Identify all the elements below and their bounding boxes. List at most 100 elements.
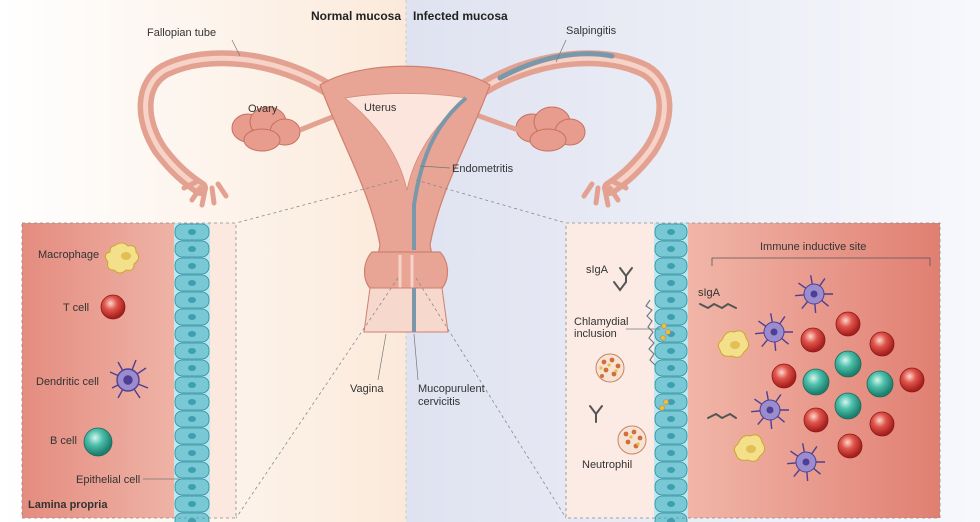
dendritic-cell <box>795 275 833 313</box>
epithelial-nucleus <box>188 484 196 490</box>
dendritic-cell <box>751 391 789 429</box>
ovary-left <box>231 106 301 152</box>
epithelial-nucleus <box>667 348 675 354</box>
epithelial-nucleus <box>188 433 196 439</box>
epithelial-nucleus <box>667 314 675 320</box>
epithelial-nucleus <box>188 467 196 473</box>
epithelial-nucleus <box>188 348 196 354</box>
t-cell <box>899 367 925 393</box>
epithelial-nucleus <box>188 246 196 252</box>
zoom-guides <box>235 179 567 519</box>
epithelial-nucleus <box>188 416 196 422</box>
epithelial-nucleus <box>188 263 196 269</box>
dendritic-cell <box>109 359 149 399</box>
epithelial-nucleus <box>667 399 675 405</box>
t-cell <box>803 407 829 433</box>
label-immune-inductive-site: Immune inductive site <box>760 241 866 253</box>
fimbriae-right <box>581 179 629 208</box>
label-cervicitis-line2: cervicitis <box>418 396 461 408</box>
label-cervicitis-line1: Mucopurulent <box>418 383 485 395</box>
label-siga-tissue: sIgA <box>698 287 721 299</box>
macrophage-nucleus <box>746 445 756 453</box>
epithelial-nucleus <box>667 416 675 422</box>
epithelial-nucleus <box>188 501 196 507</box>
epithelium-right <box>654 223 688 522</box>
label-salpingitis: Salpingitis <box>566 25 617 37</box>
siga-antibody-lumen <box>613 267 633 292</box>
b-cell <box>83 427 113 457</box>
epithelial-nucleus <box>188 331 196 337</box>
macrophage-nucleus <box>730 341 740 349</box>
salpingitis-inflammation <box>497 51 615 81</box>
endometritis-inflammation <box>412 96 468 250</box>
uterus-anatomy <box>137 50 673 519</box>
t-cell <box>869 331 895 357</box>
epithelial-nucleus <box>667 263 675 269</box>
epithelial-nucleus <box>667 382 675 388</box>
chlamydia-on-epithelium <box>659 323 671 411</box>
label-b-cell: B cell <box>50 435 77 447</box>
immune-site-bracket <box>711 257 931 266</box>
epithelial-nucleus <box>188 450 196 456</box>
header-infected-mucosa: Infected mucosa <box>413 9 508 23</box>
epithelial-cell <box>174 512 210 522</box>
epithelial-nucleus <box>188 365 196 371</box>
epithelial-nucleus <box>188 382 196 388</box>
normal-panel-frame <box>21 222 237 519</box>
label-endometritis: Endometritis <box>452 163 514 175</box>
b-cell <box>834 392 862 420</box>
label-neutrophil: Neutrophil <box>582 459 632 471</box>
label-inclusion-line2: inclusion <box>574 328 617 340</box>
epithelial-cell <box>654 512 688 522</box>
label-fallopian-tube: Fallopian tube <box>147 27 216 39</box>
epithelial-nucleus <box>667 246 675 252</box>
b-cell <box>834 350 862 378</box>
normal-mucosa-panel: Macrophage T cell Dendritic cell B cell … <box>21 222 237 522</box>
t-cell <box>835 311 861 337</box>
macrophage-cell <box>104 242 140 274</box>
t-cell <box>100 294 126 320</box>
epithelial-nucleus <box>667 297 675 303</box>
label-ovary: Ovary <box>248 103 278 115</box>
chlamydial-inclusion <box>595 353 625 383</box>
infected-panel-frame <box>565 222 941 519</box>
epithelial-nucleus <box>667 450 675 456</box>
dendritic-cell <box>755 313 793 351</box>
label-t-cell: T cell <box>63 302 89 314</box>
epithelial-nucleus <box>188 297 196 303</box>
label-siga-lumen: sIgA <box>586 264 609 276</box>
epithelial-nucleus <box>667 229 675 235</box>
label-lamina-propria: Lamina propria <box>28 499 108 511</box>
dendritic-nucleus <box>810 290 818 298</box>
infected-mucosa-panel: Immune inductive site sIgA <box>565 222 941 522</box>
label-inclusion-line1: Chlamydial <box>574 316 628 328</box>
epithelial-nucleus <box>667 433 675 439</box>
inflamed-surface <box>645 299 656 366</box>
epithelial-nucleus <box>667 467 675 473</box>
epithelial-nucleus <box>188 229 196 235</box>
epithelial-nucleus <box>667 501 675 507</box>
ovary-right <box>515 106 586 152</box>
dendritic-cell <box>787 443 825 481</box>
siga-antibody-lumen-2 <box>589 405 603 423</box>
header-normal-mucosa: Normal mucosa <box>311 9 401 23</box>
macrophage-cell <box>733 434 766 462</box>
dendritic-nucleus <box>802 458 810 466</box>
label-dendritic-cell: Dendritic cell <box>36 376 99 388</box>
b-cell <box>866 370 894 398</box>
epithelial-nucleus <box>667 484 675 490</box>
fimbriae-left <box>181 179 229 208</box>
macrophage-cell <box>717 330 750 358</box>
neutrophil-cell <box>617 425 647 455</box>
t-cell <box>800 327 826 353</box>
label-epithelial-cell: Epithelial cell <box>76 474 140 486</box>
uterine-cavity <box>344 93 467 191</box>
b-cell <box>802 368 830 396</box>
t-cell <box>869 411 895 437</box>
label-macrophage: Macrophage <box>38 249 99 261</box>
epithelial-nucleus <box>188 314 196 320</box>
cervix <box>363 251 449 291</box>
epithelial-nucleus <box>667 280 675 286</box>
epithelial-nucleus <box>667 365 675 371</box>
